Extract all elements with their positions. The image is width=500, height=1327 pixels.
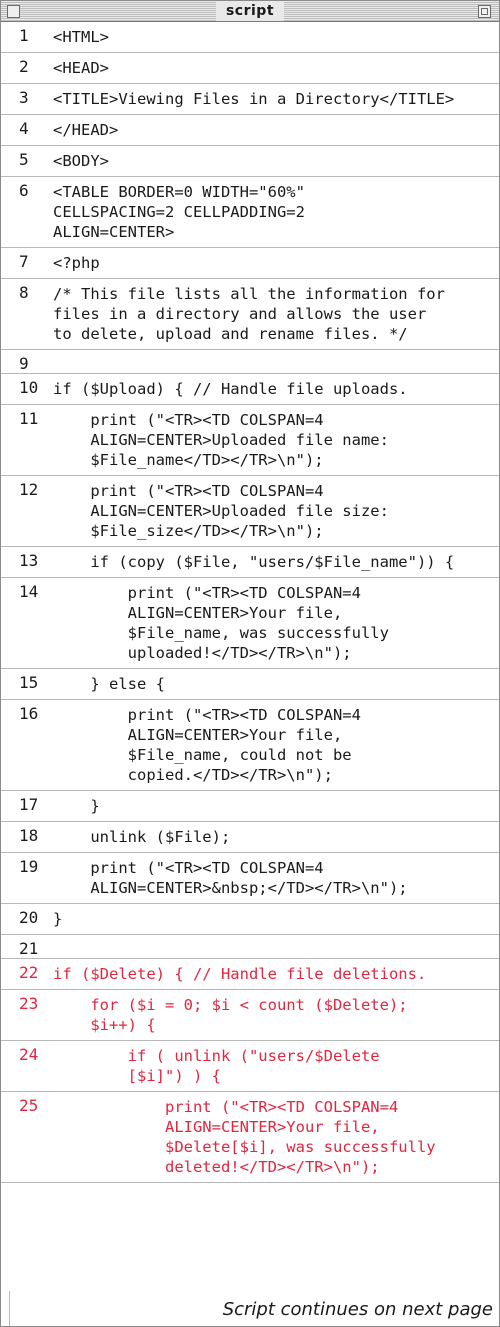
code-line: 12 print ("<TR><TD COLSPAN=4 ALIGN=CENTE… (1, 476, 499, 547)
line-number: 6 (19, 181, 29, 200)
code-text: <BODY> (53, 152, 109, 170)
code-text: if ($Upload) { // Handle file uploads. (53, 380, 408, 398)
code-line: 11 print ("<TR><TD COLSPAN=4 ALIGN=CENTE… (1, 405, 499, 476)
code-text: <?php (53, 254, 100, 272)
line-number: 17 (19, 795, 39, 814)
code-line: 23 for ($i = 0; $i < count ($Delete); $i… (1, 990, 499, 1041)
line-number: 22 (19, 963, 39, 982)
zoom-box-icon[interactable] (478, 5, 491, 18)
line-number: 11 (19, 409, 39, 428)
code-line: 21 (1, 935, 499, 959)
code-listing: 1 <HTML> 2 <HEAD> 3 <TITLE>Viewing Files in a… (1, 22, 499, 1183)
code-text: if ($Delete) { // Handle file deletions. (53, 965, 427, 983)
code-line: 18 unlink ($File); (1, 822, 499, 853)
line-number: 3 (19, 88, 29, 107)
code-text: print ("<TR><TD COLSPAN=4 ALIGN=CENTER>Y… (127, 706, 361, 784)
code-text: print ("<TR><TD COLSPAN=4 ALIGN=CENTER>Y… (164, 1098, 436, 1176)
code-text: if (copy ($File, "users/$File_name")) { (53, 553, 455, 571)
line-number: 18 (19, 826, 39, 845)
code-text: if ( unlink ("users/$Delete [$i]") ) { (127, 1047, 380, 1085)
line-number: 9 (19, 354, 29, 373)
code-text: </HEAD> (53, 121, 119, 139)
line-number: 21 (19, 939, 39, 958)
code-text: print ("<TR><TD COLSPAN=4 ALIGN=CENTER>Y… (127, 584, 389, 662)
code-line: 15 } else { (1, 669, 499, 700)
line-number: 20 (19, 908, 39, 927)
line-number: 14 (19, 582, 39, 601)
close-box-icon[interactable] (7, 5, 20, 18)
code-line: 10 if ($Upload) { // Handle file uploads. (1, 374, 499, 405)
line-number: 15 (19, 673, 39, 692)
code-line: 6 <TABLE BORDER=0 WIDTH="60%" CELLSPACING… (1, 177, 499, 248)
code-line: 5 <BODY> (1, 146, 499, 177)
code-line: 24 if ( unlink ("users/$Delete [$i]") ) … (1, 1041, 499, 1092)
code-text: <HTML> (53, 28, 109, 46)
code-line: 14 print ("<TR><TD COLSPAN=4 ALIGN=CENTE… (1, 578, 499, 669)
code-line: 13 if (copy ($File, "users/$File_name"))… (1, 547, 499, 578)
code-text: for ($i = 0; $i < count ($Delete); $i++)… (90, 996, 408, 1034)
code-text: print ("<TR><TD COLSPAN=4 ALIGN=CENTER>U… (90, 482, 389, 540)
window-title: script (215, 1, 285, 21)
line-number: 1 (19, 26, 29, 45)
line-number: 19 (19, 857, 39, 876)
line-number: 16 (19, 704, 39, 723)
code-text: <TITLE>Viewing Files in a Directory</TIT… (53, 90, 455, 108)
line-number: 4 (19, 119, 29, 138)
code-line: 22 if ($Delete) { // Handle file deletion… (1, 959, 499, 990)
line-number: 13 (19, 551, 39, 570)
line-number: 8 (19, 283, 29, 302)
code-text: } (53, 797, 100, 815)
line-number: 24 (19, 1045, 39, 1064)
code-line: 4 </HEAD> (1, 115, 499, 146)
code-text: print ("<TR><TD COLSPAN=4 ALIGN=CENTER>&… (90, 859, 408, 897)
code-line: 17 } (1, 791, 499, 822)
line-number: 25 (19, 1096, 39, 1115)
code-line: 9 (1, 350, 499, 374)
code-line: 7 <?php (1, 248, 499, 279)
code-line: 8 /* This file lists all the information … (1, 279, 499, 350)
line-number: 5 (19, 150, 29, 169)
line-number: 23 (19, 994, 39, 1013)
line-number: 10 (19, 378, 39, 397)
code-line: 1 <HTML> (1, 22, 499, 53)
code-line: 19 print ("<TR><TD COLSPAN=4 ALIGN=CENTE… (1, 853, 499, 904)
line-number: 7 (19, 252, 29, 271)
title-bar[interactable]: script (1, 1, 499, 22)
code-text: } else { (53, 675, 165, 693)
line-number: 12 (19, 480, 39, 499)
code-text (53, 935, 499, 958)
line-number: 2 (19, 57, 29, 76)
code-line: 20} (1, 904, 499, 935)
gutter-rule (9, 1291, 10, 1326)
code-text: <HEAD> (53, 59, 109, 77)
code-text: /* This file lists all the information f… (53, 285, 445, 343)
code-text (53, 350, 499, 373)
code-line: 2 <HEAD> (1, 53, 499, 84)
code-text: unlink ($File); (53, 828, 231, 846)
code-line: 3 <TITLE>Viewing Files in a Directory</TI… (1, 84, 499, 115)
code-line: 25 print ("<TR><TD COLSPAN=4 ALIGN=CENTE… (1, 1092, 499, 1183)
code-line: 16 print ("<TR><TD COLSPAN=4 ALIGN=CENTE… (1, 700, 499, 791)
code-text: } (53, 910, 63, 928)
continued-note: Script continues on next page (222, 1299, 493, 1320)
code-text: <TABLE BORDER=0 WIDTH="60%" CELLSPACING=… (53, 183, 305, 241)
code-text: print ("<TR><TD COLSPAN=4 ALIGN=CENTER>U… (90, 411, 389, 469)
